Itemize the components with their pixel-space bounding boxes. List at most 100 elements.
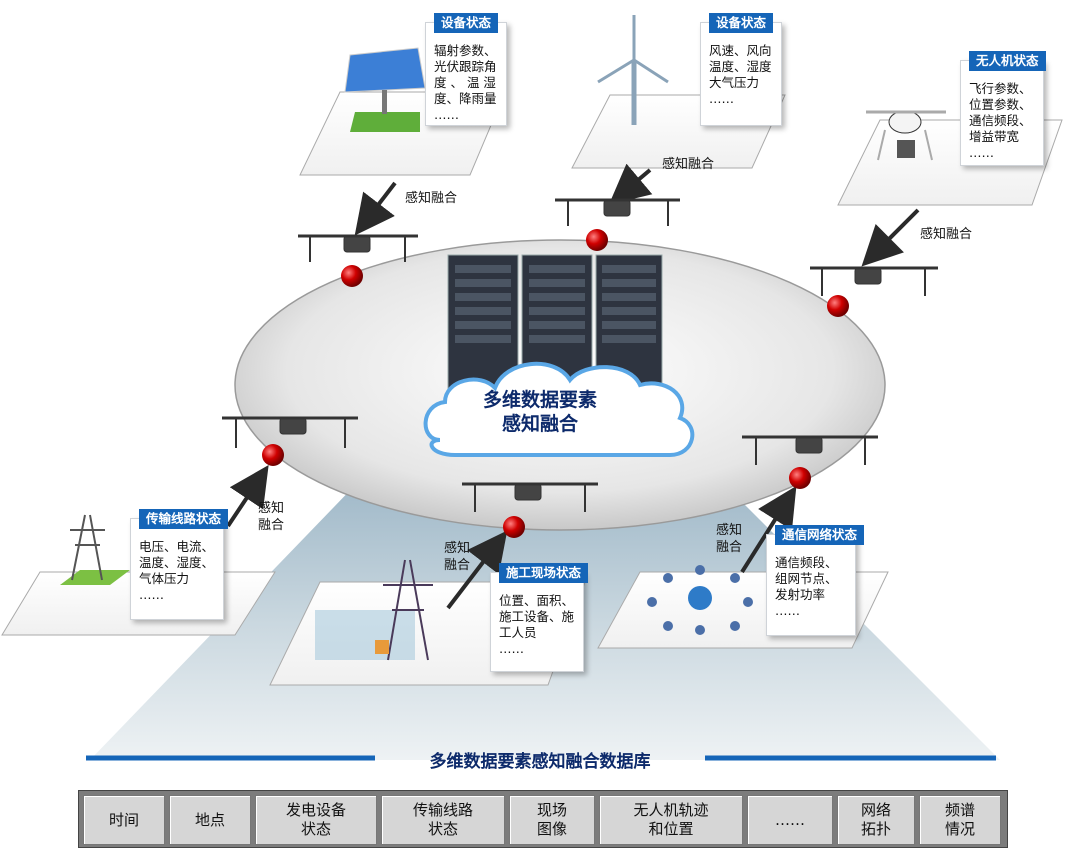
db-field-label: 状态	[427, 820, 458, 838]
db-field-line: 传输线路状态	[381, 795, 505, 845]
db-field-topology: 网络拓扑	[837, 795, 915, 845]
card-pv-line: 光伏跟踪角	[434, 59, 497, 74]
card-site-line: ……	[499, 641, 524, 656]
db-field-label: 地点	[194, 810, 225, 829]
node-4	[262, 444, 284, 466]
drone-icon	[298, 234, 418, 262]
card-pv-line: 度 、 温 湿	[434, 75, 496, 90]
database-field-bar: 时间 地点 发电设备状态 传输线路状态 现场图像 无人机轨迹和位置 …… 网络拓…	[78, 790, 1008, 848]
fusion-label-bottom: 融合	[258, 518, 285, 533]
node-6	[789, 467, 811, 489]
card-wind-line: ……	[709, 91, 734, 106]
db-field-image: 现场图像	[509, 795, 595, 845]
card-net-line: 通信频段、	[775, 555, 838, 570]
card-pv-line: 辐射参数、	[434, 43, 497, 58]
db-field-location: 地点	[169, 795, 251, 845]
arrow-site	[446, 530, 508, 610]
card-wind-line: 温度、湿度	[709, 59, 772, 74]
card-site-line: 位置、面积、	[499, 593, 575, 608]
card-uav-line: 增益带宽	[969, 129, 1020, 144]
card-wind-line: 大气压力	[709, 75, 760, 90]
card-uav-line: 位置参数、	[969, 97, 1032, 112]
db-field-label: 情况	[944, 820, 975, 838]
db-field-label: 发电设备	[285, 801, 346, 819]
card-uav-title: 无人机状态	[969, 51, 1046, 71]
drone-icon	[462, 482, 598, 512]
fusion-label-bottom: 融合	[716, 540, 743, 555]
db-field-generation: 发电设备状态	[255, 795, 377, 845]
db-field-label: 传输线路	[412, 801, 473, 819]
db-field-time: 时间	[83, 795, 165, 845]
card-site: 施工现场状态 位置、面积、 施工设备、施 工人员 ……	[490, 563, 589, 672]
card-wind-line: 风速、风向	[709, 43, 772, 58]
fusion-label-top: 感知	[444, 541, 471, 556]
fusion-label: 感知融合	[405, 191, 458, 206]
db-field-label: ……	[775, 810, 805, 829]
db-field-label: 网络	[860, 801, 891, 819]
arrow-wind	[608, 163, 653, 205]
db-field-uav-track: 无人机轨迹和位置	[599, 795, 743, 845]
db-field-label: 频谱	[944, 801, 975, 819]
hub-label-line1: 多维数据要素	[482, 389, 597, 411]
card-pv-line: 度、降雨量	[434, 91, 497, 106]
database-title: 多维数据要素感知融合数据库	[429, 752, 651, 772]
arrow-uav	[861, 208, 920, 267]
fusion-label: 感知 融合	[258, 500, 284, 534]
card-uav-line: ……	[969, 145, 994, 160]
card-wind: 设备状态 风速、风向 温度、湿度 大气压力 ……	[700, 13, 782, 126]
db-field-label: 拓扑	[860, 820, 891, 838]
fusion-label-bottom: 融合	[444, 558, 471, 573]
card-line: 传输线路状态 电压、电流、 温度、湿度、 气体压力 ……	[130, 509, 229, 620]
node-2	[586, 229, 608, 251]
card-net-title: 通信网络状态	[775, 525, 865, 545]
card-uav-line: 通信频段、	[969, 113, 1032, 128]
db-field-label: 现场	[536, 801, 567, 819]
card-site-title: 施工现场状态	[499, 563, 589, 583]
drone-icon	[810, 266, 938, 296]
db-field-more: ……	[747, 795, 833, 845]
card-uav: 无人机状态 飞行参数、 位置参数、 通信频段、 增益带宽 ……	[960, 51, 1046, 166]
fusion-label-top: 感知	[258, 501, 285, 516]
arrow-line	[226, 465, 269, 528]
card-net-line: 发射功率	[775, 587, 826, 602]
db-field-label: 图像	[536, 820, 567, 838]
drone-icon	[742, 435, 878, 465]
card-pv-line: ……	[434, 107, 459, 122]
fusion-label: 感知 融合	[444, 540, 470, 574]
card-line-title: 传输线路状态	[139, 509, 229, 529]
card-site-line: 施工设备、施	[499, 609, 575, 624]
hub-label-line2: 感知融合	[501, 413, 578, 435]
fusion-label-top: 感知	[716, 523, 743, 538]
drone-icon	[222, 416, 358, 448]
db-field-label: 和位置	[648, 820, 694, 838]
card-net-line: 组网节点、	[775, 571, 838, 586]
card-pv: 设备状态 辐射参数、 光伏跟踪角 度 、 温 湿 度、降雨量 ……	[425, 13, 507, 126]
card-line-line: ……	[139, 587, 164, 602]
db-field-spectrum: 频谱情况	[919, 795, 1001, 845]
card-net-line: ……	[775, 603, 800, 618]
card-net: 通信网络状态 通信频段、 组网节点、 发射功率 ……	[766, 525, 865, 636]
uav-photo-icon	[866, 110, 946, 161]
drone-icon	[555, 198, 680, 226]
card-line-line: 温度、湿度、	[139, 555, 215, 570]
node-1	[341, 265, 363, 287]
card-line-line: 电压、电流、	[139, 539, 215, 554]
db-field-label: 状态	[300, 820, 331, 838]
node-3	[827, 295, 849, 317]
construction-site-icon	[315, 559, 433, 661]
card-site-line: 工人员	[499, 625, 537, 640]
fusion-label: 感知融合	[662, 157, 715, 172]
node-5	[503, 516, 525, 538]
card-line-line: 气体压力	[139, 571, 190, 586]
transmission-tower-icon	[60, 514, 130, 585]
card-pv-title: 设备状态	[434, 13, 499, 33]
card-uav-line: 飞行参数、	[969, 81, 1032, 96]
arrow-pv	[354, 181, 397, 236]
fusion-label: 感知 融合	[716, 522, 742, 556]
wind-turbine-icon	[597, 15, 669, 125]
network-topology-icon	[647, 565, 753, 635]
db-field-label: 时间	[108, 810, 139, 829]
fusion-label: 感知融合	[920, 227, 973, 242]
card-wind-title: 设备状态	[709, 13, 774, 33]
db-field-label: 无人机轨迹	[633, 801, 709, 819]
